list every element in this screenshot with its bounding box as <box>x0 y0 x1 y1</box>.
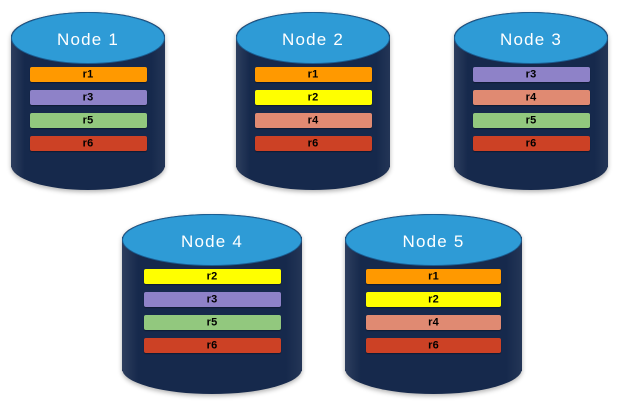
replica-stack: r1 r2 r4 r6 <box>236 67 390 151</box>
replica-chip-r4[interactable]: r4 <box>254 113 372 128</box>
node-label: Node 1 <box>56 29 120 49</box>
replica-label: r2 <box>307 91 319 104</box>
node-label: Node 2 <box>281 29 345 49</box>
replica-label: r4 <box>428 316 439 329</box>
replica-label: r2 <box>428 293 439 306</box>
replica-label: r5 <box>82 114 94 127</box>
database-node-node-3[interactable]: Node 3 r3 r4 r5 r6 <box>454 12 608 190</box>
cylinder-top-ellipse: Node 4 <box>122 214 302 266</box>
replica-label: r2 <box>206 270 218 283</box>
cylinder-top-ellipse: Node 1 <box>11 12 165 64</box>
replica-label: r1 <box>82 68 94 81</box>
replica-label: r5 <box>206 316 218 329</box>
replica-label: r6 <box>428 339 439 352</box>
replica-chip-r6[interactable]: r6 <box>472 136 590 151</box>
node-label: Node 3 <box>499 29 563 49</box>
replica-chip-r2[interactable]: r2 <box>366 292 501 307</box>
database-node-node-5[interactable]: Node 5 r1 r2 r4 r6 <box>345 214 522 394</box>
cylinder-top-ellipse: Node 2 <box>236 12 390 64</box>
replica-label: r1 <box>307 68 319 81</box>
replica-chip-r4[interactable]: r4 <box>472 90 590 105</box>
replica-chip-r1[interactable]: r1 <box>366 269 501 284</box>
replica-label: r6 <box>82 137 94 150</box>
replica-label: r3 <box>82 91 94 104</box>
replica-chip-r3[interactable]: r3 <box>143 292 281 307</box>
replica-chip-r5[interactable]: r5 <box>472 113 590 128</box>
replica-chip-r1[interactable]: r1 <box>254 67 372 82</box>
cylinder-top-ellipse: Node 5 <box>345 214 522 266</box>
replica-chip-r1[interactable]: r1 <box>29 67 147 82</box>
replica-chip-r2[interactable]: r2 <box>143 269 281 284</box>
node-label: Node 5 <box>402 231 465 251</box>
database-node-node-1[interactable]: Node 1 r1 r3 r5 r6 <box>11 12 165 190</box>
replica-label: r6 <box>206 339 218 352</box>
replica-chip-r3[interactable]: r3 <box>29 90 147 105</box>
cylinder-top-ellipse: Node 3 <box>454 12 608 64</box>
database-node-node-4[interactable]: Node 4 r2 r3 r5 r6 <box>122 214 302 394</box>
replica-chip-r6[interactable]: r6 <box>254 136 372 151</box>
replica-label: r3 <box>525 68 537 81</box>
replica-stack: r1 r2 r4 r6 <box>345 269 522 353</box>
replica-chip-r6[interactable]: r6 <box>143 338 281 353</box>
replica-label: r4 <box>525 91 537 104</box>
replica-label: r3 <box>206 293 218 306</box>
node-label: Node 4 <box>180 231 244 251</box>
database-node-node-2[interactable]: Node 2 r1 r2 r4 r6 <box>236 12 390 190</box>
replica-stack: r1 r3 r5 r6 <box>11 67 165 151</box>
replica-chip-r4[interactable]: r4 <box>366 315 501 330</box>
replica-label: r4 <box>307 114 319 127</box>
replica-label: r6 <box>525 137 537 150</box>
replica-chip-r6[interactable]: r6 <box>366 338 501 353</box>
replica-chip-r5[interactable]: r5 <box>143 315 281 330</box>
replica-chip-r5[interactable]: r5 <box>29 113 147 128</box>
replica-label: r6 <box>307 137 319 150</box>
replica-chip-r3[interactable]: r3 <box>472 67 590 82</box>
replica-stack: r2 r3 r5 r6 <box>122 269 302 353</box>
replica-chip-r2[interactable]: r2 <box>254 90 372 105</box>
replica-label: r1 <box>428 270 439 283</box>
replica-stack: r3 r4 r5 r6 <box>454 67 608 151</box>
replica-label: r5 <box>525 114 537 127</box>
replica-chip-r6[interactable]: r6 <box>29 136 147 151</box>
